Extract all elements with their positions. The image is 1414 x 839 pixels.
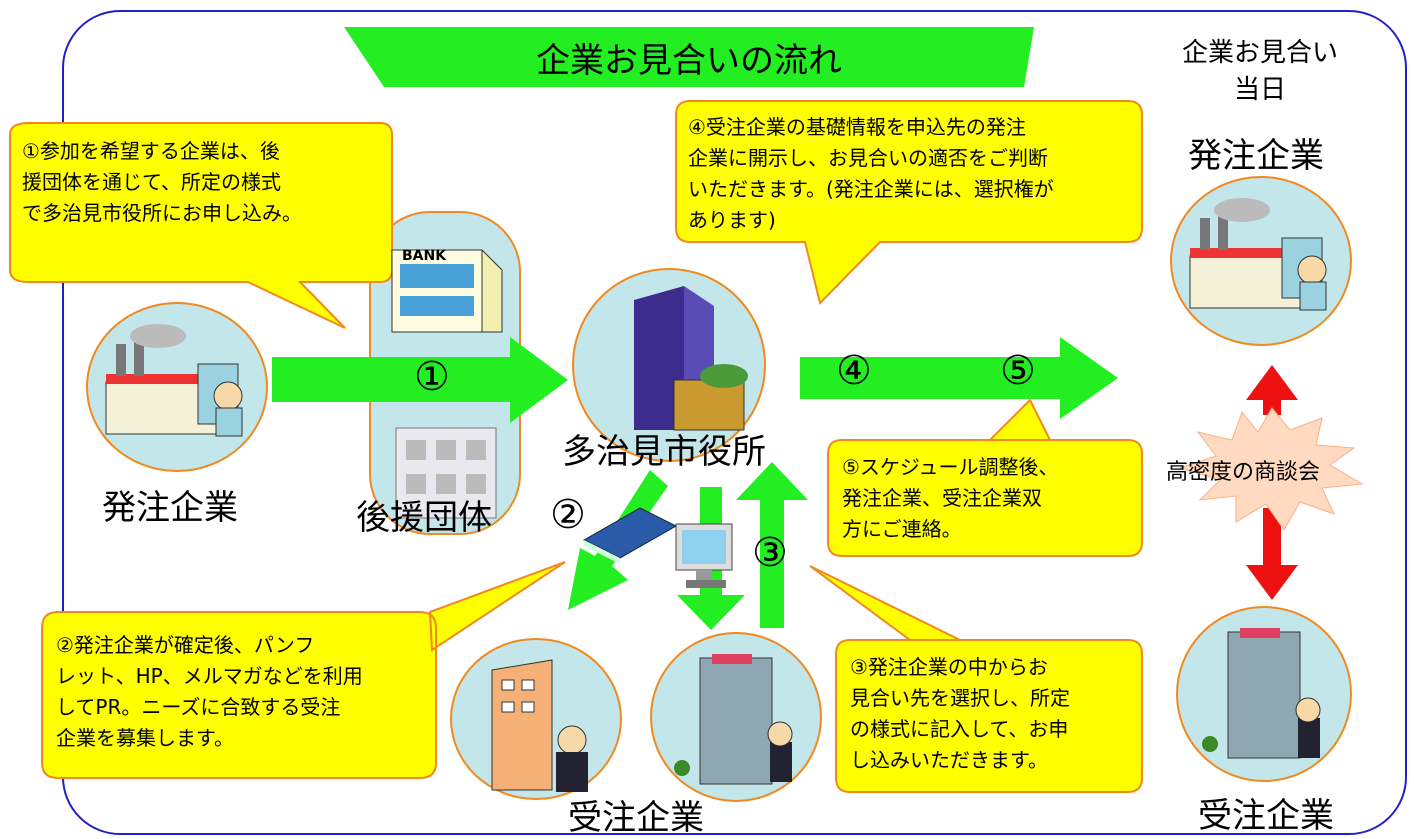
step-number-5: ⑤ [1000,348,1036,394]
callout-3-text: ③発注企業の中からお 見合い先を選択し、所定 の様式に記入して、お申 し込みいた… [850,652,1140,776]
day-header: 企業お見合い 当日 [1140,32,1380,106]
callout-5-text: ⑤スケジュール調整後、 発注企業、受注企業双 方にご連絡。 [842,452,1138,545]
callout-2-text: ②発注企業が確定後、パンフ レット、HP、メルマガなどを利用 してPR。ニーズに… [56,630,431,754]
callout-3-line: ③発注企業の中からお [850,655,1048,679]
diagram-frame [62,10,1407,835]
callout-4-shape [675,100,1143,305]
label-support-group: 後援団体 [356,498,492,538]
callout-4-line: あります) [688,208,776,232]
callout-3-shape [809,565,1143,793]
callout-2-line: レット、HP、メルマガなどを利用 [56,664,363,688]
step-number-4: ④ [836,348,872,394]
arrow-red-up [1246,365,1298,415]
bank-icon: BANK [391,248,503,333]
pamphlet-book-icon [582,507,678,564]
label-meeting: 高密度の商談会 [1166,460,1321,485]
callout-1-shape [9,122,393,329]
bank-sign: BANK [402,248,447,264]
callout-3-line: し込みいただきます。 [850,748,1048,772]
callout-4-line: 企業に開示し、お見合いの適否をご判断 [688,146,1048,170]
callout-2-shape [41,561,566,779]
callout-5-shape [827,398,1143,557]
label-receiving-company-right: 受注企業 [1198,796,1334,836]
factory-icon [1189,198,1327,311]
label-receiving-company-bottom: 受注企業 [568,798,704,838]
step-number-1: ① [414,354,450,400]
support-building-icon [395,427,497,519]
callout-5-line: 方にご連絡。 [842,517,962,541]
callout-1-line: 援団体を通じて、所定の様式 [22,170,281,194]
callout-4-text: ④受注企業の基礎情報を申込先の発注 企業に開示し、お見合いの適否をご判断 いただ… [688,112,1138,236]
city-hall-icon [634,286,748,431]
city-hall-circle [572,268,766,462]
office-tower-icon [1202,628,1321,759]
arrow-step1 [272,337,568,423]
label-ordering-company-right: 発注企業 [1188,136,1324,176]
arrow-step4-5 [800,337,1118,419]
callout-3-line: 見合い先を選択し、所定 [850,686,1070,710]
page-title: 企業お見合いの流れ [536,40,842,81]
callout-5-line: 発注企業、受注企業双 [842,486,1042,510]
arrow-red-down [1246,508,1298,600]
day-header-line1: 企業お見合い [1181,38,1338,68]
callout-4-line: ④受注企業の基礎情報を申込先の発注 [688,115,1026,139]
factory-icon [105,324,243,437]
callout-3-line: の様式に記入して、お申 [850,717,1069,741]
callout-1-line: で多治見市役所にお申し込み。 [22,201,302,225]
title-banner [344,27,1034,87]
callout-2-line: 企業を募集します。 [56,726,234,750]
ordering-company-left-circle [86,302,268,472]
arrow-step3-up [736,462,808,628]
callout-1-line: ①参加を希望する企業は、後 [22,139,280,163]
callout-4-line: いただきます。(発注企業には、選択権が [688,177,1054,201]
step-number-3: ③ [752,530,788,576]
callout-2-line: してPR。ニーズに合致する受注 [56,695,341,719]
callout-2-line: ②発注企業が確定後、パンフ [56,633,315,657]
office-building-icon [491,659,588,792]
day-header-line2: 当日 [1233,75,1286,105]
receiving-company-right-circle [1176,606,1352,782]
ordering-company-right-circle [1170,176,1352,346]
callout-1-text: ①参加を希望する企業は、後 援団体を通じて、所定の様式 で多治見市役所にお申し込… [22,136,382,229]
meeting-burst [1178,407,1364,531]
step-number-2: ② [550,492,586,538]
receiving-company-circle-2 [650,632,822,802]
receiving-company-circle-1 [450,638,622,800]
label-city-hall: 多治見市役所 [562,432,766,472]
computer-monitor-icon [675,523,733,588]
label-ordering-company-left: 発注企業 [102,488,238,528]
callout-5-line: ⑤スケジュール調整後、 [842,455,1059,479]
office-tower-icon [674,654,793,785]
